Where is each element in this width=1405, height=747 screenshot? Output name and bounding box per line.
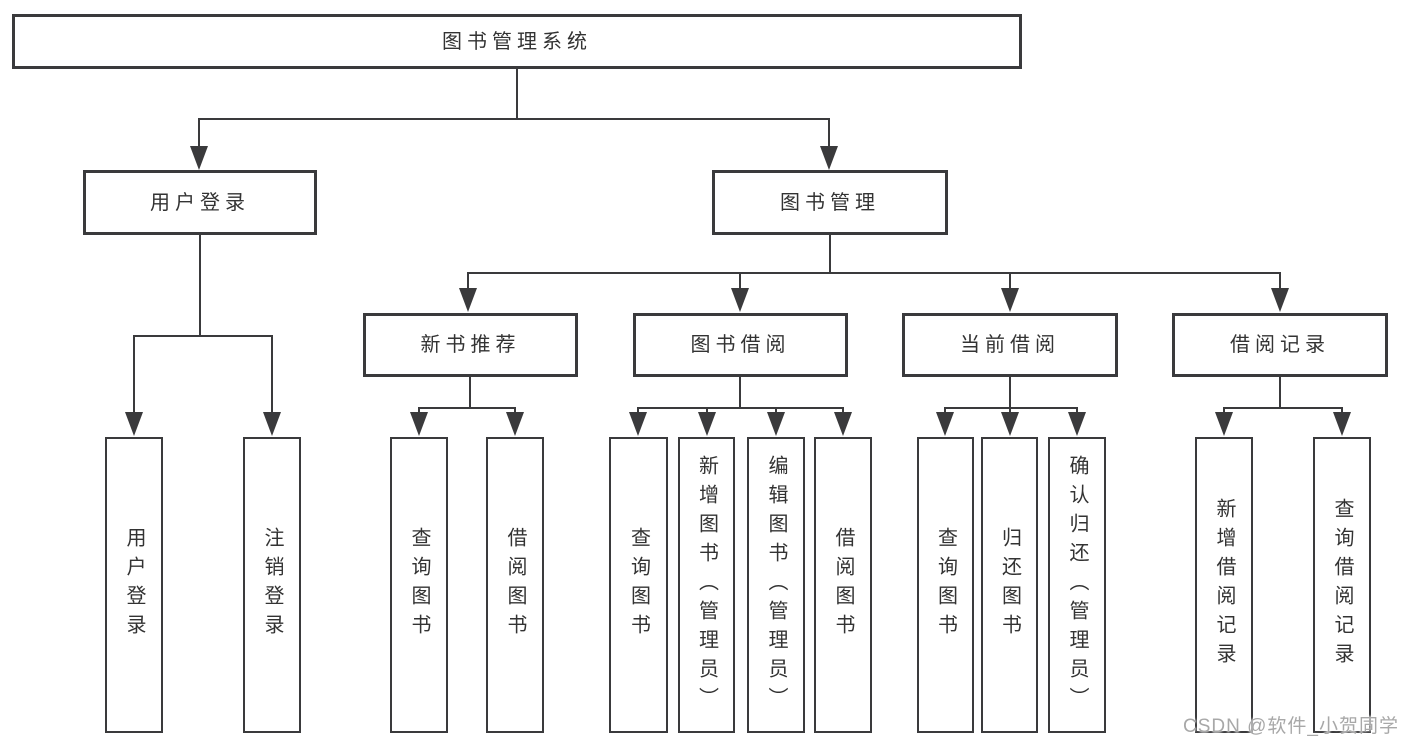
connector-arrow-shaft	[775, 407, 777, 412]
node-user-login: 用户登录	[83, 170, 317, 235]
arrowhead-icon	[506, 412, 524, 436]
node-bb-query-label: 查询图书	[627, 527, 650, 643]
arrowhead-icon	[1068, 412, 1086, 436]
node-user-login-label: 用户登录	[150, 191, 250, 214]
node-new-book-rec: 新书推荐	[363, 313, 578, 377]
connector-arrow-shaft	[1341, 407, 1343, 412]
node-book-borrow: 图书借阅	[633, 313, 848, 377]
node-bb-add-label: 新增图书（管理员）	[695, 454, 718, 716]
node-new-book-rec-label: 新书推荐	[420, 334, 521, 356]
connector-arrow-shaft	[1223, 407, 1225, 412]
connector-currentborrow-stem	[1009, 377, 1011, 407]
connector-newbook-stem	[469, 377, 471, 407]
connector-arrow-shaft	[418, 407, 420, 412]
arrowhead-icon	[936, 412, 954, 436]
arrowhead-icon	[1215, 412, 1233, 436]
node-borrow-records: 借阅记录	[1172, 313, 1388, 377]
connector-arrow-shaft	[198, 118, 200, 146]
arrowhead-icon	[190, 146, 208, 170]
connector-arrow-shaft	[467, 272, 469, 288]
connector-borrowrecords-stem	[1279, 377, 1281, 407]
connector-arrow-shaft	[1279, 272, 1281, 288]
connector-bookborrow-branch	[637, 407, 844, 409]
node-nb-query-label: 查询图书	[408, 527, 430, 643]
connector-arrow-shaft	[739, 272, 741, 288]
connector-arrow-shaft	[1009, 407, 1011, 412]
connector-root-stem	[516, 69, 518, 118]
node-root: 图书管理系统	[12, 14, 1022, 69]
arrowhead-icon	[698, 412, 716, 436]
arrowhead-icon	[1001, 412, 1019, 436]
arrowhead-icon	[459, 288, 477, 312]
connector-root-branch	[198, 118, 830, 120]
node-bb-query: 查询图书	[609, 437, 668, 733]
connector-borrowrecords-branch	[1223, 407, 1343, 409]
node-nb-borrow-label: 借阅图书	[504, 527, 526, 643]
node-br-query-label: 查询借阅记录	[1331, 498, 1353, 672]
node-cb-query-label: 查询图书	[934, 527, 957, 643]
connector-bookmgmt-branch	[467, 272, 1281, 274]
node-nb-borrow: 借阅图书	[486, 437, 544, 733]
node-bb-borrow-label: 借阅图书	[832, 527, 854, 643]
arrowhead-icon	[629, 412, 647, 436]
node-book-mgmt-label: 图书管理	[780, 191, 880, 214]
node-current-borrow: 当前借阅	[902, 313, 1118, 377]
node-nb-query: 查询图书	[390, 437, 448, 733]
connector-arrow-shaft	[1009, 272, 1011, 288]
arrowhead-icon	[1001, 288, 1019, 312]
connector-userlogin-branch	[133, 335, 273, 337]
connector-arrow-shaft	[1076, 407, 1078, 412]
node-bb-borrow: 借阅图书	[814, 437, 872, 733]
node-book-mgmt: 图书管理	[712, 170, 948, 235]
node-cb-confirm: 确认归还（管理员）	[1048, 437, 1106, 733]
node-br-add-label: 新增借阅记录	[1213, 498, 1235, 672]
connector-arrow-shaft	[133, 335, 135, 412]
node-bb-edit: 编辑图书（管理员）	[747, 437, 805, 733]
connector-arrow-shaft	[706, 407, 708, 412]
arrowhead-icon	[834, 412, 852, 436]
node-cb-query: 查询图书	[917, 437, 974, 733]
arrowhead-icon	[125, 412, 143, 436]
node-br-add: 新增借阅记录	[1195, 437, 1253, 733]
arrowhead-icon	[263, 412, 281, 436]
node-current-borrow-label: 当前借阅	[960, 334, 1060, 356]
node-cb-return: 归还图书	[981, 437, 1038, 733]
node-bb-edit-label: 编辑图书（管理员）	[765, 454, 787, 716]
connector-arrow-shaft	[514, 407, 516, 412]
node-ul-login-label: 用户登录	[123, 527, 145, 643]
node-bb-add: 新增图书（管理员）	[678, 437, 735, 733]
connector-arrow-shaft	[842, 407, 844, 412]
node-borrow-records-label: 借阅记录	[1230, 334, 1330, 356]
arrowhead-icon	[731, 288, 749, 312]
node-cb-confirm-label: 确认归还（管理员）	[1066, 454, 1088, 716]
connector-arrow-shaft	[944, 407, 946, 412]
node-br-query: 查询借阅记录	[1313, 437, 1371, 733]
connector-arrow-shaft	[637, 407, 639, 412]
connector-userlogin-stem	[199, 235, 201, 335]
arrowhead-icon	[1271, 288, 1289, 312]
arrowhead-icon	[767, 412, 785, 436]
connector-currentborrow-branch	[944, 407, 1078, 409]
node-cb-return-label: 归还图书	[998, 527, 1021, 643]
connector-bookmgmt-stem	[829, 235, 831, 273]
node-ul-logout-label: 注销登录	[261, 527, 283, 643]
arrowhead-icon	[820, 146, 838, 170]
connector-newbook-branch	[418, 407, 516, 409]
node-ul-login: 用户登录	[105, 437, 163, 733]
node-root-label: 图书管理系统	[442, 30, 592, 53]
arrowhead-icon	[1333, 412, 1351, 436]
connector-arrow-shaft	[271, 335, 273, 412]
node-ul-logout: 注销登录	[243, 437, 301, 733]
connector-bookborrow-stem	[739, 377, 741, 407]
csdn-watermark: CSDN @软件_小贺同学	[1183, 716, 1399, 737]
connector-arrow-shaft	[828, 118, 830, 146]
node-book-borrow-label: 图书借阅	[690, 334, 791, 356]
arrowhead-icon	[410, 412, 428, 436]
